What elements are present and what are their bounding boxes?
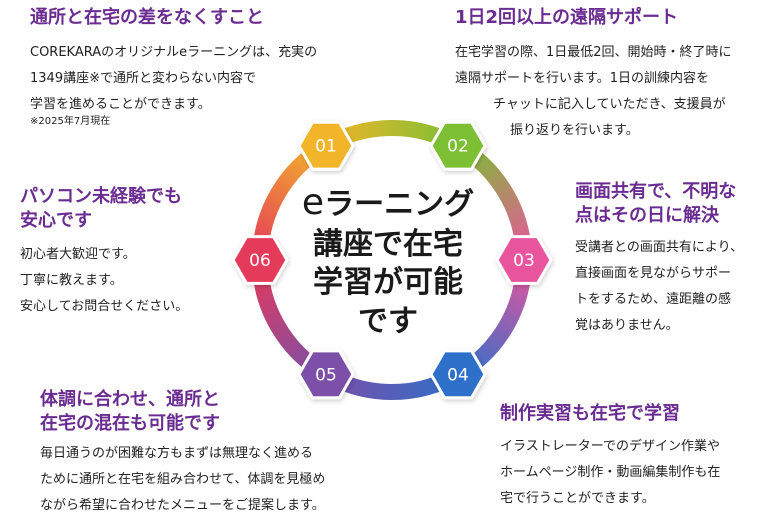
ring-node-label: 05 xyxy=(315,365,337,385)
ring-node-01: 01 xyxy=(297,120,355,171)
feature-05-title-line: 体調に合わせ、通所と xyxy=(40,389,220,410)
feature-06-body: 初心者大歓迎です。 丁寧に教えます。 安心してお問合せください。 xyxy=(20,242,188,320)
ring-node-04: 04 xyxy=(429,349,487,400)
center-heading-line4: です xyxy=(358,303,418,339)
ring-node-03: 03 xyxy=(495,235,553,285)
feature-06: パソコン未経験でも 安心です 初心者大歓迎です。 丁寧に教えます。 安心してお問… xyxy=(20,185,188,320)
center-heading: eラーニング 講座で在宅 学習が可能 です xyxy=(293,180,483,341)
ring-node-hexagon xyxy=(429,349,487,400)
ring-nodes: 01 02 03 04 05 06 xyxy=(231,120,553,400)
feature-03-line: トをするため、遠距離の感 xyxy=(575,291,732,307)
feature-05-title-line: 在宅の混在も可能です xyxy=(40,413,220,435)
feature-03-title-line: 点はその日に解決 xyxy=(575,205,719,227)
feature-04-title: 制作実習も在宅で学習 xyxy=(500,403,680,424)
ring-node-label: 01 xyxy=(315,137,337,157)
feature-05-line: ながら希望に合わせたメニューをご提案します。 xyxy=(40,497,325,513)
feature-02-line: 在宅学習の際、1日最低2回、開始時・終了時に xyxy=(455,45,732,61)
ring-node-hexagon xyxy=(297,120,355,171)
feature-06-title: パソコン未経験でも 安心です xyxy=(20,185,188,234)
feature-01-line: 1349講座※で通所と変わらない内容で xyxy=(30,71,256,87)
feature-06-line: 丁寧に教えます。 xyxy=(20,272,123,288)
feature-05-line: ために通所と在宅を組み合わせて、体調を見極め xyxy=(40,471,326,487)
feature-01: 通所と在宅の差をなくすこと COREKARAのオリジナルeラーニングは、充実の … xyxy=(30,6,317,129)
feature-06-line: 安心してお問合せください。 xyxy=(20,298,189,314)
ring-node-05: 05 xyxy=(297,349,355,400)
ring-node-label: 06 xyxy=(249,251,271,271)
feature-03-line: 受講者との画面共有により、 xyxy=(575,239,744,255)
ring-node-label: 03 xyxy=(513,251,535,271)
feature-02-title: 1日2回以上の遠隔サポート xyxy=(455,7,679,28)
feature-02-body: 在宅学習の際、1日最低2回、開始時・終了時に 遠隔サポートを行います。1日の訓練… xyxy=(455,40,732,144)
feature-05: 体調に合わせ、通所と 在宅の混在も可能です 毎日通うのが困難な方もまずは無理なく… xyxy=(40,388,325,519)
ring-node-hexagon xyxy=(231,235,289,285)
center-heading-line2: 講座で在宅 xyxy=(313,227,463,263)
ring-node-06: 06 xyxy=(231,235,289,285)
feature-05-body: 毎日通うのが困難な方もまずは無理なく進める ために通所と在宅を組み合わせて、体調… xyxy=(40,441,325,519)
feature-04-body: イラストレーターでのデザイン作業や ホームページ制作・動画編集制作も在 宅で行う… xyxy=(500,434,720,512)
ring-node-hexagon xyxy=(429,120,487,171)
feature-04-line: ホームページ制作・動画編集制作も在 xyxy=(500,465,721,481)
ring-node-hexagon xyxy=(297,349,355,400)
feature-03-line: 直接画面を見ながらサポー xyxy=(575,265,732,281)
ring-node-label: 04 xyxy=(447,365,469,385)
feature-06-title-line: 安心です xyxy=(20,210,92,232)
feature-01-line: 学習を進めることができます。 xyxy=(30,97,211,113)
feature-03: 画面共有で、不明な 点はその日に解決 受講者との画面共有により、 直接画面を見な… xyxy=(575,180,743,339)
feature-03-title: 画面共有で、不明な 点はその日に解決 xyxy=(575,180,743,229)
feature-02-line: 振り返りを行います。 xyxy=(510,123,639,139)
feature-05-title: 体調に合わせ、通所と 在宅の混在も可能です xyxy=(40,388,325,437)
feature-02: 1日2回以上の遠隔サポート 在宅学習の際、1日最低2回、開始時・終了時に 遠隔サ… xyxy=(455,6,732,144)
ring-node-label: 02 xyxy=(447,137,469,157)
feature-06-line: 初心者大歓迎です。 xyxy=(20,246,136,262)
feature-06-title-line: パソコン未経験でも xyxy=(20,186,182,207)
center-heading-line1: ラーニング xyxy=(324,187,475,222)
feature-03-line: 覚はありません。 xyxy=(575,317,679,333)
feature-05-line: 毎日通うのが困難な方もまずは無理なく進める xyxy=(40,445,314,461)
center-heading-line3: 学習が可能 xyxy=(313,265,463,301)
feature-01-line: COREKARAのオリジナルeラーニングは、充実の xyxy=(30,45,318,61)
feature-01-body: COREKARAのオリジナルeラーニングは、充実の 1349講座※で通所と変わら… xyxy=(30,40,317,118)
ring-node-02: 02 xyxy=(429,120,487,171)
feature-01-note: ※2025年7月現在 xyxy=(30,116,111,128)
feature-02-line: チャットに記入していただき、支援員が xyxy=(493,97,726,113)
feature-04: 制作実習も在宅で学習 イラストレーターでのデザイン作業や ホームページ制作・動画… xyxy=(500,402,720,512)
feature-02-line: 遠隔サポートを行います。1日の訓練内容を xyxy=(455,71,709,87)
feature-04-line: 宅で行うことができます。 xyxy=(500,491,655,507)
ring-node-hexagon xyxy=(495,235,553,285)
center-heading-e: e xyxy=(301,182,325,223)
feature-01-title: 通所と在宅の差をなくすこと xyxy=(30,7,264,28)
feature-03-body: 受講者との画面共有により、 直接画面を見ながらサポー トをするため、遠距離の感 … xyxy=(575,235,743,339)
feature-03-title-line: 画面共有で、不明な xyxy=(575,181,737,202)
feature-04-line: イラストレーターでのデザイン作業や xyxy=(500,439,720,455)
